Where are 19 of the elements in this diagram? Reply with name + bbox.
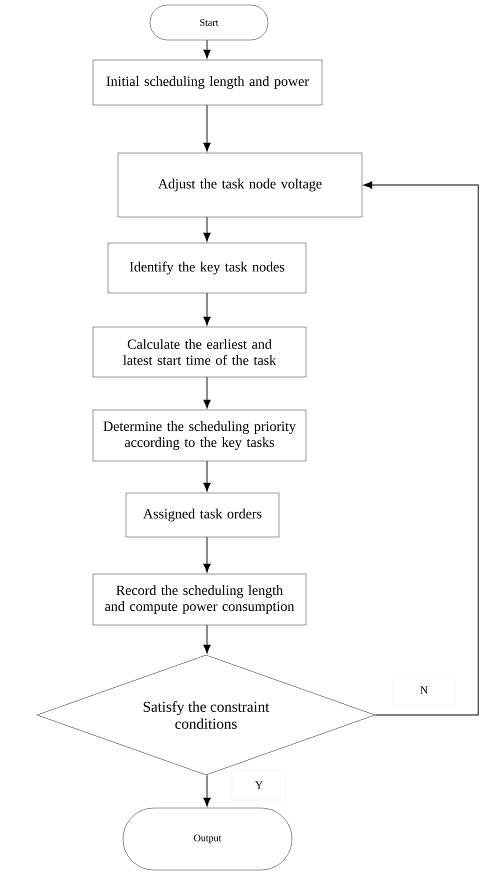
arrow (203, 104, 211, 152)
arrow (203, 460, 211, 492)
process-box: Assigned task orders (126, 492, 280, 538)
arrow (203, 40, 211, 58)
arrow (203, 292, 211, 326)
process-box: Initial scheduling length and power (92, 60, 322, 106)
arrow (364, 181, 479, 716)
process-box: Record the scheduling length and compute power consumption (92, 574, 306, 626)
process-box: Adjust the task node voltage (118, 152, 362, 218)
process-box: Calculate the earliest and latest start time of the task (92, 326, 306, 378)
process-box: Identify the key task nodes (108, 242, 306, 294)
process-box: Determine the scheduling priority according to the key tasks (92, 410, 306, 462)
arrow (203, 376, 211, 408)
arrow (203, 624, 211, 654)
arrow (203, 536, 211, 572)
arrow (203, 216, 211, 242)
edge-label: N (392, 674, 456, 706)
edge-label: Y (232, 770, 286, 800)
arrow (203, 774, 211, 806)
